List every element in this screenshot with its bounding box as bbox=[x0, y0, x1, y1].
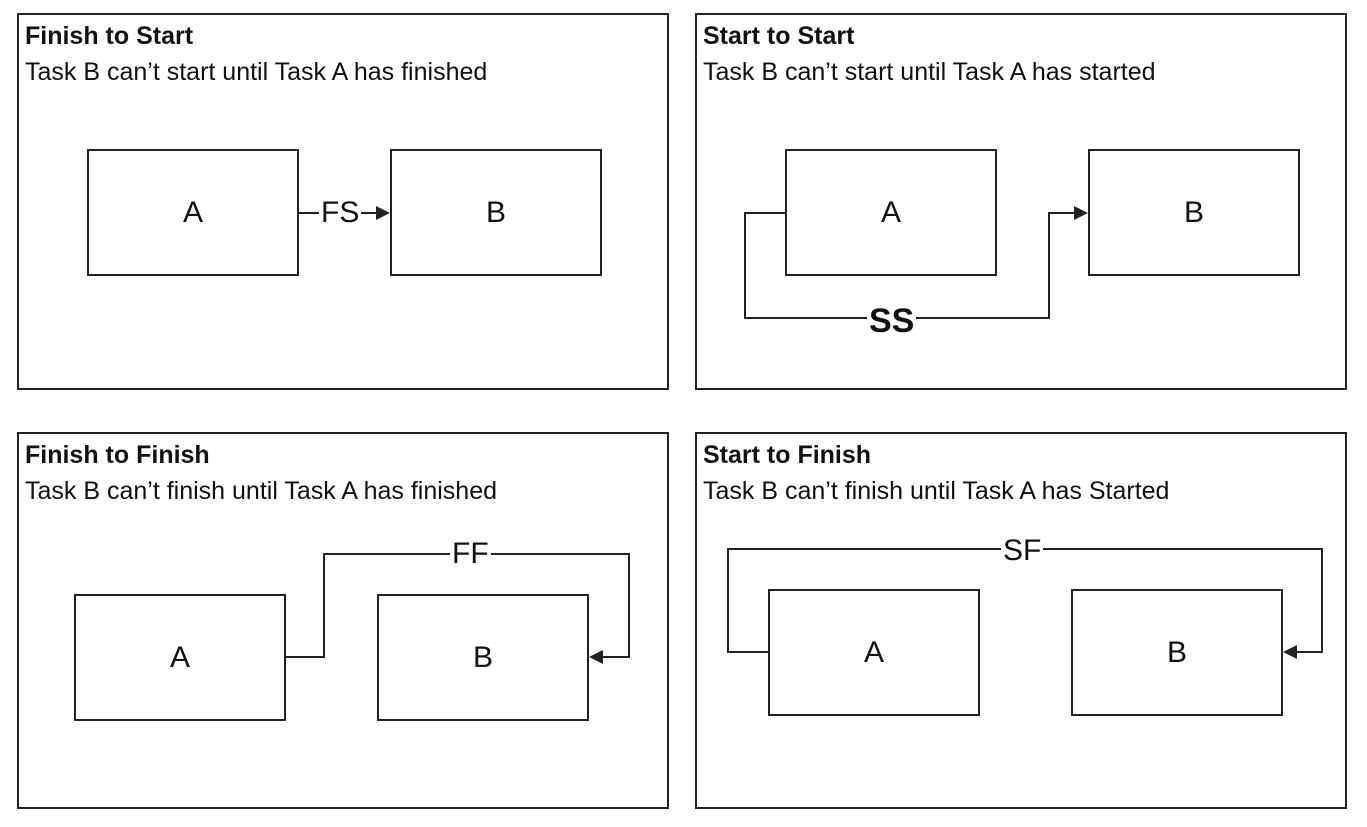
task-box-b: B bbox=[390, 149, 602, 276]
panel-description: Task B can’t finish until Task A has fin… bbox=[25, 477, 498, 505]
task-box-a: A bbox=[785, 149, 997, 276]
panel-description: Task B can’t start until Task A has fini… bbox=[25, 58, 488, 86]
panel-start-to-start: Start to Start Task B can’t start until … bbox=[695, 13, 1347, 390]
task-box-a: A bbox=[87, 149, 299, 276]
panel-title: Start to Start bbox=[703, 22, 855, 50]
link-label-sf: SF bbox=[1001, 534, 1044, 567]
panel-description: Task B can’t start until Task A has star… bbox=[703, 58, 1156, 86]
panel-title: Start to Finish bbox=[703, 441, 872, 469]
panel-finish-to-start: Finish to Start Task B can’t start until… bbox=[17, 13, 669, 390]
panel-finish-to-finish: Finish to Finish Task B can’t finish unt… bbox=[17, 432, 669, 809]
link-label-fs: FS bbox=[319, 196, 362, 229]
panel-title: Finish to Start bbox=[25, 22, 194, 50]
task-box-b: B bbox=[377, 594, 589, 721]
panel-start-to-finish: Start to Finish Task B can’t finish unti… bbox=[695, 432, 1347, 809]
task-box-b: B bbox=[1088, 149, 1300, 276]
link-label-ff: FF bbox=[450, 537, 491, 570]
task-box-a: A bbox=[74, 594, 286, 721]
panel-title: Finish to Finish bbox=[25, 441, 210, 469]
panel-description: Task B can’t finish until Task A has Sta… bbox=[703, 477, 1170, 505]
link-label-ss: SS bbox=[867, 302, 917, 340]
task-box-a: A bbox=[768, 589, 980, 716]
task-box-b: B bbox=[1071, 589, 1283, 716]
